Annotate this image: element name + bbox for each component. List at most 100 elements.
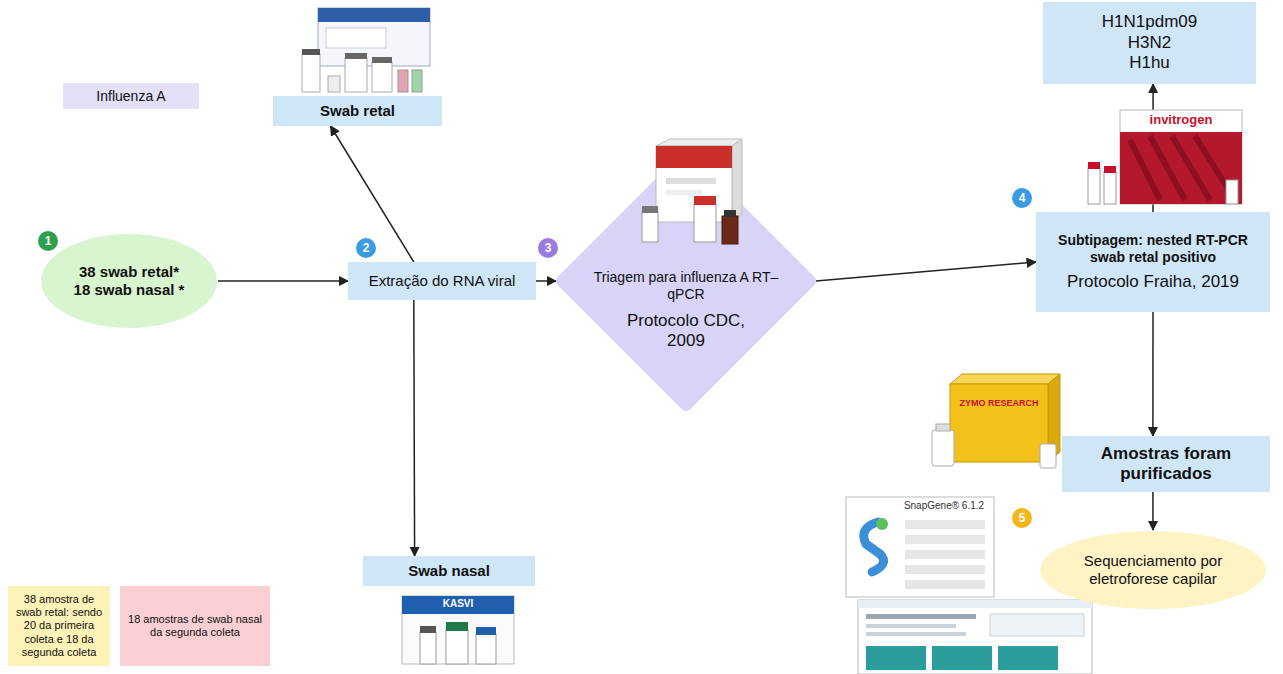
connector-arrow [413, 300, 415, 556]
connector-arrow [218, 280, 348, 282]
purification-kit-illustration [932, 374, 1060, 468]
drawing-part [950, 374, 1060, 384]
sample-box: Swab retal [273, 96, 442, 126]
text-holder: Triagem para influenza A RT–qPCR Protocol… [586, 269, 786, 351]
drawing-part [1226, 180, 1238, 204]
drawing-part [866, 632, 966, 636]
drawing-part [402, 596, 514, 664]
software-window-illustration [846, 497, 994, 597]
drawing-part [722, 216, 738, 244]
drawing-part [476, 634, 496, 664]
subtyping-kit-illustration [1088, 110, 1242, 204]
subtype-result-box: H1N1pdm09 H3N2 H1hu [1043, 2, 1256, 84]
node-text: 38 amostra de swab retal: sendo 20 da pr… [13, 593, 105, 659]
brand-label: invitrogen [1122, 112, 1240, 130]
nasal-kit-illustration [402, 596, 514, 664]
brand-label: ZYMO RESEARCH [952, 398, 1046, 412]
drawing-part [642, 212, 658, 242]
drawing-part [936, 424, 950, 431]
drawing-part [318, 8, 430, 22]
node-text: Subtipagem: nested RT-PCR swab retal pos… [1044, 232, 1262, 266]
process-box: Extração do RNA viral [348, 262, 536, 300]
drawing-part [950, 384, 1048, 462]
drawing-part [666, 190, 702, 195]
drawing-part [412, 70, 422, 92]
software-label: SnapGene® 6.1.2 [896, 500, 992, 514]
callout-number: 4 [1012, 188, 1032, 208]
node-text: Triagem para influenza A RT–qPCR [586, 269, 786, 303]
drawing-part [858, 600, 1092, 608]
drawing-part [476, 627, 496, 635]
callout-number: 2 [356, 238, 376, 258]
process-box: Subtipagem: nested RT-PCR swab retal pos… [1036, 212, 1270, 312]
node-text: Sequenciamento por eletroforese capilar [1058, 552, 1248, 588]
callout-number: 3 [538, 238, 558, 258]
drawing-part [398, 70, 408, 92]
brand-label: KASVI [402, 598, 514, 612]
drawing-part [846, 497, 994, 597]
drawing-part [1104, 166, 1116, 173]
section-tag: Influenza A [63, 83, 199, 109]
drawing-part [1104, 172, 1116, 204]
drawing-part [345, 53, 367, 59]
drawing-part [990, 614, 1084, 636]
drawing-part [694, 204, 716, 242]
screening-kit-illustration [636, 138, 746, 250]
connector-arrow [816, 262, 1036, 281]
drawing-part [328, 76, 340, 92]
diamond-fill [562, 157, 810, 405]
node-text: Extração do RNA viral [369, 272, 516, 290]
callout-number: 5 [1012, 508, 1032, 528]
node-text: 38 swab retal* 18 swab nasal * [56, 263, 202, 299]
drawing-part [326, 28, 386, 48]
node-text: Amostras foram purificados [1070, 444, 1262, 485]
text-holder: Sequenciamento por eletroforese capilar [1058, 530, 1248, 610]
drawing-part [420, 626, 436, 633]
result-ellipse: Sequenciamento por eletroforese capilar [1039, 530, 1267, 610]
drawing-part [876, 518, 888, 530]
sample-box: Swab nasal [363, 556, 535, 586]
drawing-part [905, 580, 985, 589]
drawing-part [345, 58, 367, 92]
drawing-part [932, 646, 992, 670]
connector-arrow [331, 126, 414, 262]
drawing-part [905, 520, 985, 529]
drawing-part [724, 210, 736, 217]
node-text: Influenza A [96, 88, 165, 105]
drawing-part [446, 622, 468, 631]
note-box: 18 amostras de swab nasal da segunda col… [120, 586, 270, 666]
node-text: Swab retal [320, 102, 395, 120]
drawing-part [402, 596, 514, 614]
node-subtext: Protocolo Fraiha, 2019 [1067, 272, 1239, 292]
blast-screenshot-illustration [858, 600, 1092, 674]
callout-number: 1 [38, 231, 58, 251]
node-text: 18 amostras de swab nasal da segunda col… [126, 613, 264, 639]
drawing-part [858, 600, 1092, 674]
drawing-part [866, 646, 926, 670]
drawing-part [656, 146, 732, 168]
drawing-part [905, 550, 985, 559]
drawing-part [420, 632, 436, 664]
connector-arrow [1152, 492, 1154, 530]
node-text: H1N1pdm09 H3N2 H1hu [1100, 12, 1200, 73]
drawing-part [446, 630, 468, 664]
drawing-part [866, 624, 956, 628]
text-holder: 38 swab retal* 18 swab nasal * [56, 233, 202, 329]
drawing-part [302, 54, 320, 92]
drawing-part [372, 62, 392, 92]
extraction-kit-illustration [302, 8, 430, 92]
drawing-part [932, 430, 954, 466]
drawing-part [318, 8, 430, 66]
ellipse-fill [41, 234, 217, 328]
connector-arrow [536, 280, 556, 282]
drawing-part [656, 139, 742, 146]
drawing-part [998, 646, 1058, 670]
node-subtext: Protocolo CDC, 2009 [616, 311, 756, 352]
drawing-part [1130, 136, 1235, 200]
drawing-part [694, 196, 716, 205]
connector-arrow [1152, 312, 1154, 436]
drawing-part [1120, 132, 1242, 204]
drawing-part [866, 614, 976, 619]
drawing-part [905, 565, 985, 574]
